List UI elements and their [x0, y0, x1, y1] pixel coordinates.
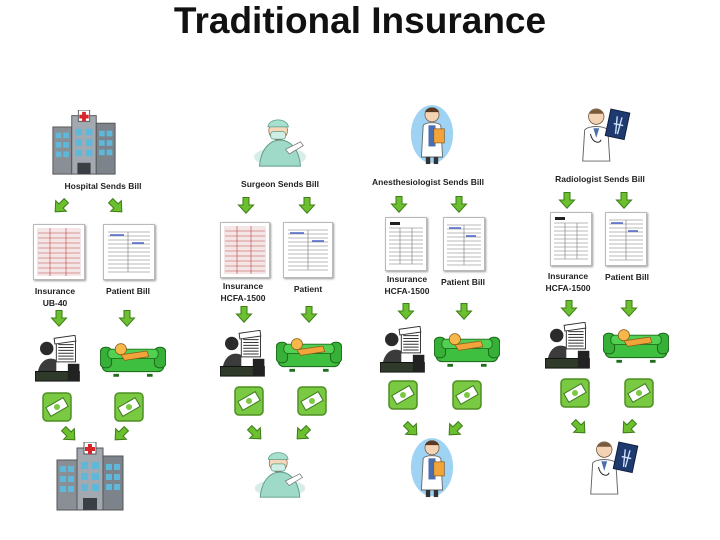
surgeon-icon: [253, 119, 307, 167]
form-label-insurance: Insurance UB-40: [34, 286, 76, 308]
patient-on-couch-icon: [100, 342, 166, 377]
money-payment-icon: [624, 378, 654, 408]
patient-bill-form: [605, 212, 647, 266]
doctor-clipboard-icon: [410, 104, 454, 165]
green-down-arrow-icon: [620, 418, 638, 436]
green-down-arrow-icon: [60, 425, 78, 443]
surgeon-icon: [254, 452, 306, 498]
sender-label-anesthesiologist: Anesthesiologist Sends Bill: [372, 177, 484, 187]
insurance-claim-form: [220, 222, 270, 278]
patient-bill-form: [103, 224, 155, 280]
green-down-arrow-icon: [50, 309, 68, 327]
insurance-claim-form: [33, 224, 85, 280]
money-payment-icon: [114, 392, 144, 422]
form-label-insurance: Insurance HCFA-1500: [384, 274, 430, 296]
hospital-building-icon: [56, 442, 124, 511]
green-down-arrow-icon: [455, 302, 473, 320]
patient-on-couch-icon: [434, 332, 500, 367]
form-label-patient: Patient: [293, 284, 323, 294]
green-down-arrow-icon: [246, 424, 264, 442]
insurance-clerk-paperwork-icon: [380, 326, 425, 373]
money-payment-icon: [234, 386, 264, 416]
green-down-arrow-icon: [615, 191, 633, 209]
money-payment-icon: [388, 380, 418, 410]
patient-bill-form: [443, 217, 485, 271]
green-down-arrow-icon: [298, 196, 316, 214]
radiologist-xray-icon: [582, 108, 631, 162]
green-down-arrow-icon: [397, 302, 415, 320]
patient-on-couch-icon: [276, 337, 342, 372]
money-payment-icon: [297, 386, 327, 416]
money-payment-icon: [42, 392, 72, 422]
hospital-building-icon: [52, 110, 116, 175]
green-down-arrow-icon: [620, 299, 638, 317]
insurance-clerk-paperwork-icon: [35, 335, 80, 382]
green-down-arrow-icon: [294, 424, 312, 442]
form-label-insurance: Insurance HCFA-1500: [220, 281, 266, 303]
green-down-arrow-icon: [300, 305, 318, 323]
green-down-arrow-icon: [558, 191, 576, 209]
green-down-arrow-icon: [52, 197, 70, 215]
form-label-patient: Patient Bill: [106, 286, 150, 296]
sender-label-hospital: Hospital Sends Bill: [64, 181, 142, 191]
green-down-arrow-icon: [570, 418, 588, 436]
money-payment-icon: [452, 380, 482, 410]
green-down-arrow-icon: [560, 299, 578, 317]
green-down-arrow-icon: [237, 196, 255, 214]
green-down-arrow-icon: [235, 305, 253, 323]
sender-label-surgeon: Surgeon Sends Bill: [241, 179, 319, 189]
green-down-arrow-icon: [112, 425, 130, 443]
form-label-patient: Patient Bill: [441, 277, 485, 287]
green-down-arrow-icon: [107, 197, 125, 215]
insurance-claim-form: [385, 217, 427, 271]
form-label-insurance: Insurance HCFA-1500: [545, 271, 591, 293]
doctor-clipboard-icon: [410, 437, 454, 498]
patient-on-couch-icon: [603, 328, 669, 363]
green-down-arrow-icon: [118, 309, 136, 327]
green-down-arrow-icon: [390, 195, 408, 213]
money-payment-icon: [560, 378, 590, 408]
insurance-clerk-paperwork-icon: [220, 330, 265, 377]
sender-label-radiologist: Radiologist Sends Bill: [555, 174, 645, 184]
radiologist-xray-icon: [590, 441, 639, 495]
insurance-clerk-paperwork-icon: [545, 322, 590, 369]
form-label-patient: Patient Bill: [605, 272, 649, 282]
page-title: Traditional Insurance: [173, 0, 547, 41]
insurance-claim-form: [550, 212, 592, 266]
green-down-arrow-icon: [450, 195, 468, 213]
patient-bill-form: [283, 222, 333, 278]
